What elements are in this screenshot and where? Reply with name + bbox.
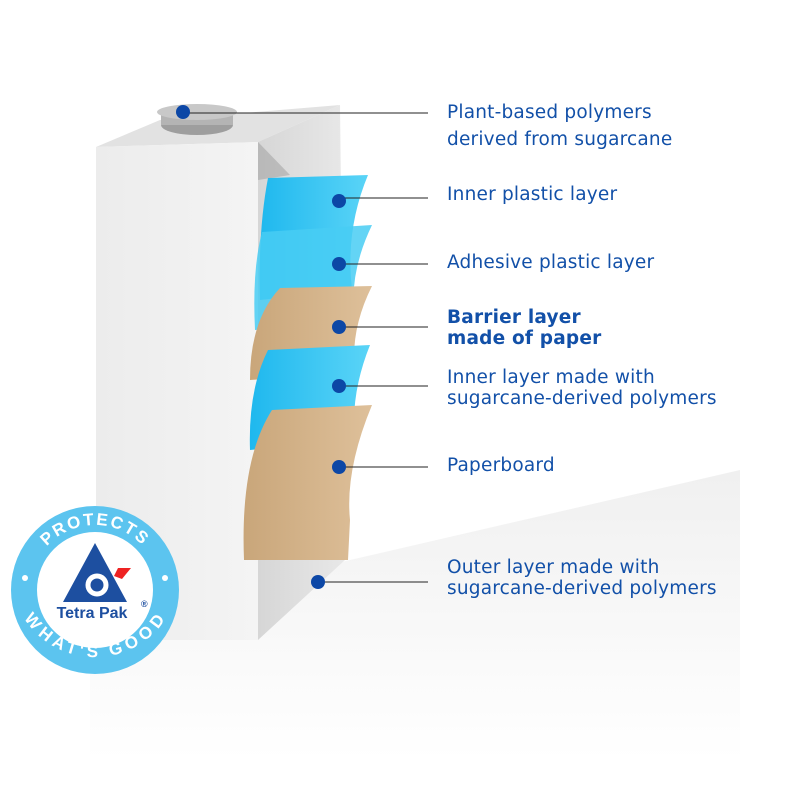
paperboard-layer [243,405,372,560]
label-line: Barrier layer [447,307,581,328]
marker-dot [332,320,346,334]
carton-fold [258,142,290,180]
tetra-pak-badge: PROTECTS WHAT'S GOOD Tetra Pak ® [11,506,179,674]
registered-mark: ® [141,599,148,609]
marker-dot [332,379,346,393]
label-line: Outer layer made with [447,557,660,578]
label-line: Plant-based polymers [447,102,652,123]
label-line: sugarcane-derived polymers [447,388,717,409]
badge-brand: Tetra Pak [57,605,128,622]
leader-lines [183,112,428,583]
label-line: Paperboard [447,455,555,476]
marker-dot [332,194,346,208]
label-line: Inner plastic layer [447,184,618,205]
floor-shadow [90,470,740,760]
label-paperboard: Paperboard [447,455,555,476]
label-line: sugarcane-derived polymers [447,578,717,599]
label-inner-plastic-layer: Inner plastic layer [447,184,617,205]
marker-dot [332,460,346,474]
marker-dot [332,257,346,271]
label-line: derived from sugarcane [447,129,673,150]
label-line: Inner layer made with [447,367,655,388]
carton-front [96,142,258,640]
marker-dot [176,105,190,119]
label-line: made of paper [447,328,602,349]
cap [157,104,237,135]
marker-dot [311,575,325,589]
tetra-pak-logo-icon [63,543,127,602]
label-line: Adhesive plastic layer [447,252,655,273]
label-plant-based-polymers: Plant-based polymers derived from sugarca… [447,99,672,153]
label-adhesive-plastic-layer: Adhesive plastic layer [447,252,654,273]
